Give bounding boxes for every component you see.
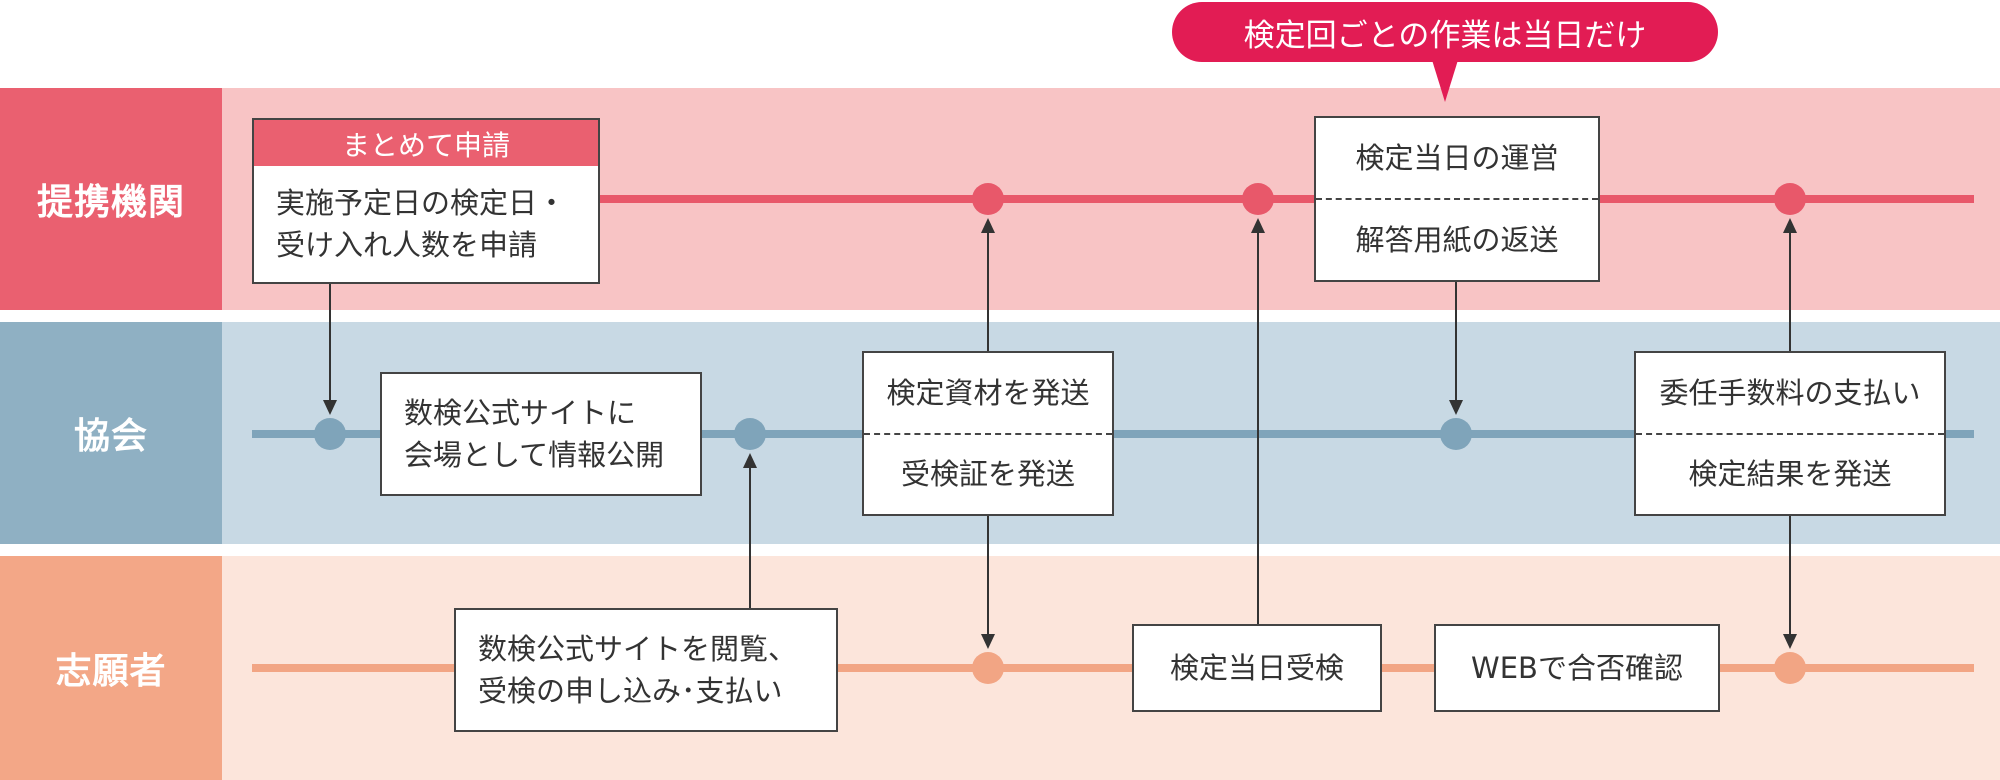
partner-node-3 (1774, 183, 1806, 215)
fee-results-bottom: 検定結果を発送 (1688, 457, 1892, 492)
arrowhead-down (1449, 400, 1463, 415)
callout-pointer (1432, 60, 1458, 102)
lane-partner-label: 提携機関 (0, 88, 222, 310)
exam-day-operation-box: 検定当日の運営 解答用紙の返送 (1314, 116, 1600, 282)
connector-materials-to-applicant (987, 516, 989, 634)
association-node-1 (314, 418, 346, 450)
fee-results-top: 委任手数料の支払い (1659, 375, 1921, 410)
exam-day-operation-bottom: 解答用紙の返送 (1355, 222, 1559, 257)
publish-box-line-2: 会場として情報公開 (404, 438, 665, 472)
apply-box-line-2: 受け入れ人数を申請 (276, 228, 538, 262)
connector-fee-to-applicant (1789, 516, 1791, 634)
dashed-divider (1316, 198, 1598, 200)
connector-materials-to-partner (987, 233, 989, 351)
connector-fee-to-partner (1789, 233, 1791, 351)
arrowhead-down (981, 634, 995, 649)
applicant-track (252, 664, 1974, 672)
arrowhead-down (323, 400, 337, 415)
browse-box-line-2: 受検の申し込み･支払い (478, 674, 783, 708)
take-exam-label: 検定当日受検 (1169, 650, 1344, 685)
connector-browse-to-association (749, 468, 751, 608)
ship-materials-bottom: 受検証を発送 (900, 457, 1075, 492)
arrowhead-up (1783, 218, 1797, 233)
apply-box: 実施予定日の検定日・ 受け入れ人数を申請 (252, 166, 600, 284)
association-node-3 (1440, 418, 1472, 450)
lane-applicant-label: 志願者 (0, 556, 222, 780)
applicant-node-1 (972, 652, 1004, 684)
association-node-2 (734, 418, 766, 450)
check-results-box: WEBで合否確認 (1434, 624, 1720, 712)
lane-association-label: 協会 (0, 322, 222, 544)
arrowhead-up (1251, 218, 1265, 233)
apply-box-line-1: 実施予定日の検定日・ (276, 185, 567, 220)
dashed-divider (864, 432, 1112, 435)
connector-apply-to-publish (329, 284, 331, 400)
browse-box-line-1: 数検公式サイトを閲覧、 (478, 631, 798, 666)
partner-track (596, 195, 1974, 203)
arrowhead-up (743, 453, 757, 468)
connector-operation-to-association (1455, 282, 1457, 400)
applicant-node-2 (1774, 652, 1806, 684)
apply-box-header: まとめて申請 (252, 118, 600, 168)
publish-box-line-1: 数検公式サイトに (404, 395, 637, 430)
connector-exam-to-partner (1257, 233, 1259, 624)
browse-box: 数検公式サイトを閲覧、 受検の申し込み･支払い (454, 608, 838, 732)
ship-materials-top: 検定資材を発送 (886, 375, 1090, 410)
take-exam-box: 検定当日受検 (1132, 624, 1382, 712)
publish-box: 数検公式サイトに 会場として情報公開 (380, 372, 702, 496)
arrowhead-down (1783, 634, 1797, 649)
fee-results-box: 委任手数料の支払い 検定結果を発送 (1634, 351, 1946, 516)
check-results-label: WEBで合否確認 (1471, 650, 1683, 685)
ship-materials-box: 検定資材を発送 受検証を発送 (862, 351, 1114, 516)
exam-day-operation-top: 検定当日の運営 (1355, 140, 1559, 175)
partner-node-2 (1242, 183, 1274, 215)
callout-badge: 検定回ごとの作業は当日だけ (1172, 2, 1718, 62)
arrowhead-up (981, 218, 995, 233)
partner-node-1 (972, 183, 1004, 215)
dashed-divider (1636, 432, 1944, 435)
